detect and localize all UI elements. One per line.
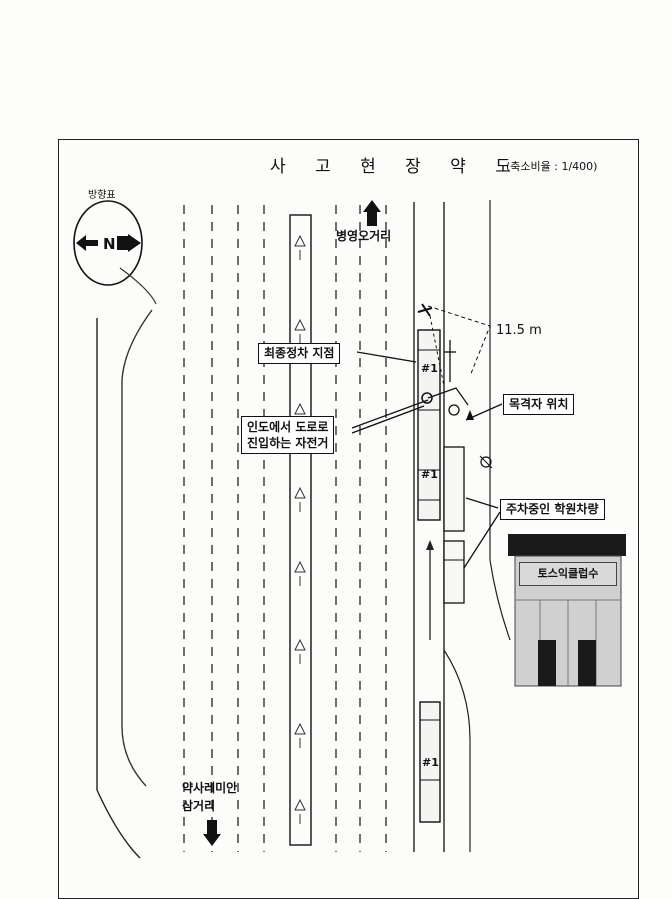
label-leaders bbox=[351, 351, 503, 569]
travel-direction-arrow bbox=[426, 540, 434, 640]
label-bicycle-line1: 인도에서 도로로 bbox=[247, 420, 329, 434]
north-road-arrow bbox=[363, 200, 381, 226]
scale-ratio: (축소비율 : 1/400) bbox=[506, 160, 598, 173]
vehicle-bus-1: #1 #1 bbox=[417, 329, 441, 521]
compass-symbol: N bbox=[103, 235, 116, 253]
label-bicycle: 인도에서 도로로 진입하는 자전거 bbox=[241, 416, 335, 454]
lane-lines bbox=[183, 205, 387, 852]
diagram-title: 사 고 현 장 약 도 bbox=[270, 157, 523, 177]
road-name-north: 병영오거리 bbox=[336, 229, 392, 243]
bus-mark-bottom: #1 bbox=[422, 756, 439, 769]
left-curb-top bbox=[119, 267, 157, 305]
sidewalk-edge bbox=[489, 200, 511, 641]
south-road-arrow bbox=[203, 820, 221, 846]
label-parked-vehicle: 주차중인 학원차량 bbox=[500, 499, 605, 520]
left-curb-inner bbox=[121, 309, 153, 787]
bus-mark-middle: #1 bbox=[421, 468, 438, 481]
road-name-south-2: 삼거리 bbox=[182, 799, 216, 813]
label-bicycle-line2: 진입하는 자전거 bbox=[247, 436, 329, 450]
label-distance: 11.5 m bbox=[496, 323, 542, 338]
north-arrow-icon: N bbox=[73, 200, 143, 286]
label-final-stop: 최종정차 지점 bbox=[258, 343, 341, 364]
left-curb bbox=[96, 318, 141, 859]
compass-label: 방향표 bbox=[88, 190, 116, 201]
bus-mark-top: #1 bbox=[421, 362, 438, 375]
parked-vehicles bbox=[443, 446, 465, 604]
median-strip bbox=[289, 214, 312, 846]
label-witness: 목격자 위치 bbox=[503, 394, 575, 415]
road-name-south-1: 약사레미안 bbox=[182, 781, 238, 795]
building bbox=[508, 534, 626, 687]
building-sign: 토스익클럽수 bbox=[519, 562, 617, 586]
vehicle-bus-2: #1 bbox=[419, 701, 441, 823]
